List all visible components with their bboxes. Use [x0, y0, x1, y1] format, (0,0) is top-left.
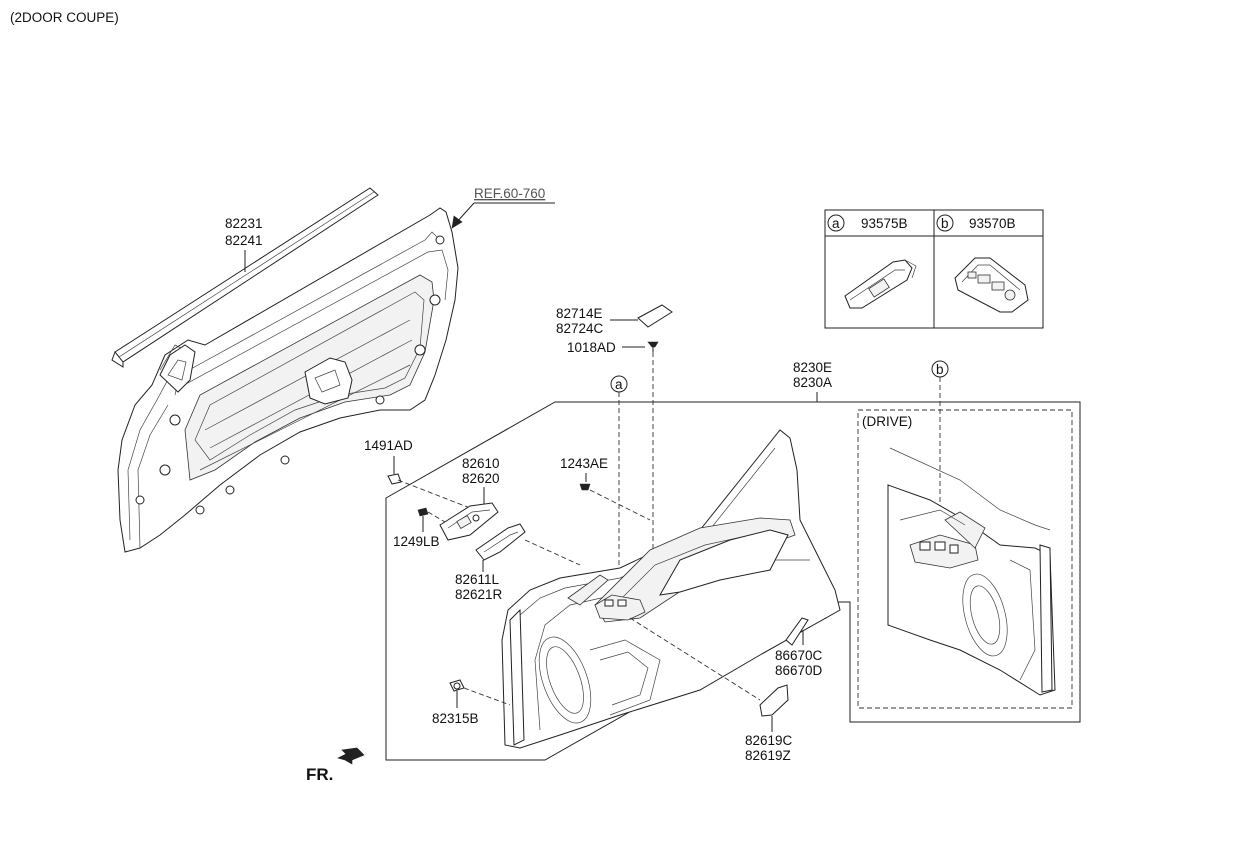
front-direction-arrow	[337, 747, 365, 765]
switch-table-part-b: 93570B	[969, 216, 1016, 231]
drive-detail-label: (DRIVE)	[862, 414, 912, 429]
handle-cover-illustration	[475, 523, 526, 561]
screw-1249-part-number: 1249LB	[393, 534, 440, 549]
variant-title: (2DOOR COUPE)	[10, 10, 119, 25]
door-trim-panel-illustration	[501, 429, 841, 749]
callout-a-circle-table	[827, 214, 845, 232]
end-cap-illustration	[759, 684, 789, 717]
screw-1249-illustration	[417, 507, 429, 517]
cover-part-number-2: 82621R	[455, 587, 503, 602]
trim-part-number-2: 86670D	[775, 663, 823, 678]
clip-82315-part-number: 82315B	[432, 711, 479, 726]
reference-arrowhead	[451, 215, 463, 229]
pad-part-number-2: 82724C	[556, 321, 604, 336]
clip-1491-part-number: 1491AD	[364, 438, 413, 453]
pad-illustration	[637, 304, 673, 328]
screw-1018-illustration	[647, 341, 659, 348]
weatherstrip-part-number-2: 82241	[225, 233, 263, 248]
door-frame-illustration	[117, 207, 459, 553]
screw-1243-illustration	[579, 483, 591, 491]
panel-part-number-1: 8230E	[793, 360, 832, 375]
cap-part-number-2: 82619Z	[745, 748, 791, 763]
screw-1018-part-number: 1018AD	[567, 340, 616, 355]
callout-b-letter: b	[936, 362, 944, 377]
pad-part-number-1: 82714E	[556, 306, 603, 321]
panel-part-number-2: 8230A	[793, 375, 832, 390]
weatherstrip-part-number-1: 82231	[225, 216, 263, 231]
front-direction-label: FR.	[306, 765, 333, 784]
drive-detail-box	[857, 409, 1073, 709]
weatherstrip-illustration	[111, 187, 379, 368]
screw-1243-part-number: 1243AE	[560, 456, 608, 471]
switch-table-marker-b: b	[941, 216, 949, 231]
callout-a-letter: a	[615, 377, 623, 392]
cap-part-number-1: 82619C	[745, 733, 793, 748]
passenger-window-switch-illustration	[844, 259, 917, 309]
switch-table-marker-a: a	[832, 216, 840, 231]
handle-part-number-2: 82620	[462, 471, 500, 486]
callout-b-circle-table	[936, 214, 954, 232]
clip-1491-illustration	[387, 473, 402, 485]
switch-table: a 93575B b 93570B	[824, 209, 1044, 329]
reference-label: REF.60-760	[474, 186, 545, 201]
trim-part-number-1: 86670C	[775, 648, 823, 663]
driver-trim-detail-illustration	[887, 447, 1056, 696]
driver-window-switch-illustration	[954, 257, 1029, 313]
cover-part-number-1: 82611L	[455, 572, 500, 587]
switch-table-part-a: 93575B	[861, 216, 908, 231]
handle-part-number-1: 82610	[462, 456, 500, 471]
trim-strip-illustration	[785, 617, 809, 646]
inside-handle-illustration	[439, 502, 499, 541]
